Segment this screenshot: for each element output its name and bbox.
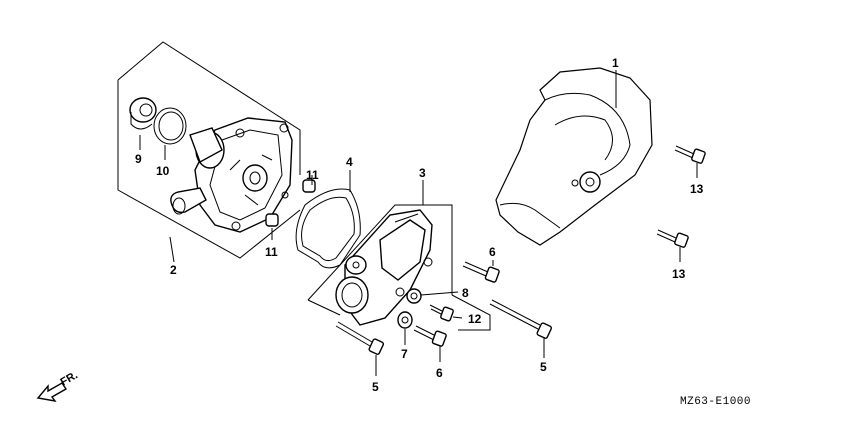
part-3-pump-cover [335, 209, 433, 326]
part-7-washer [397, 311, 413, 345]
part-13-bolt-lower [656, 229, 689, 262]
part-5-bolt-left [335, 321, 385, 376]
part-11-dowel-pins [265, 175, 316, 240]
callout-1: 1 [612, 56, 619, 70]
callout-11-lower: 11 [265, 245, 278, 259]
part-9-seal [129, 97, 157, 150]
part-1-cover [495, 67, 653, 246]
front-direction-arrow: FR. [36, 369, 80, 402]
assembly-bracket-2 [117, 41, 301, 263]
part-2-water-pump [170, 117, 293, 233]
part-5-bolt-right [489, 299, 553, 358]
callout-2: 2 [170, 263, 177, 277]
direction-label: FR. [59, 369, 80, 388]
callout-6-lower: 6 [436, 366, 443, 380]
callout-12: 12 [468, 312, 482, 326]
callout-9: 9 [135, 152, 142, 166]
part-6-bolt-upper [462, 260, 500, 283]
part-13-bolt-upper [674, 145, 706, 178]
callout-3: 3 [419, 166, 426, 180]
callout-8: 8 [462, 286, 469, 300]
callout-10: 10 [156, 164, 170, 178]
part-10-o-ring [153, 107, 187, 160]
diagram-code: MZ63-E1000 [680, 396, 751, 408]
callout-7: 7 [401, 347, 408, 361]
callout-13-upper: 13 [690, 182, 704, 196]
callout-6-upper: 6 [489, 245, 496, 259]
callout-11-upper: 11 [306, 168, 319, 182]
callout-4: 4 [346, 155, 353, 169]
assembly-bracket-3 [307, 180, 491, 331]
callout-5-left: 5 [372, 380, 379, 394]
callout-13-lower: 13 [672, 267, 686, 281]
callout-5-right: 5 [540, 360, 547, 374]
part-8-washer [406, 288, 459, 304]
part-6-bolt-lower [413, 325, 447, 362]
part-12-bolt [429, 304, 463, 322]
